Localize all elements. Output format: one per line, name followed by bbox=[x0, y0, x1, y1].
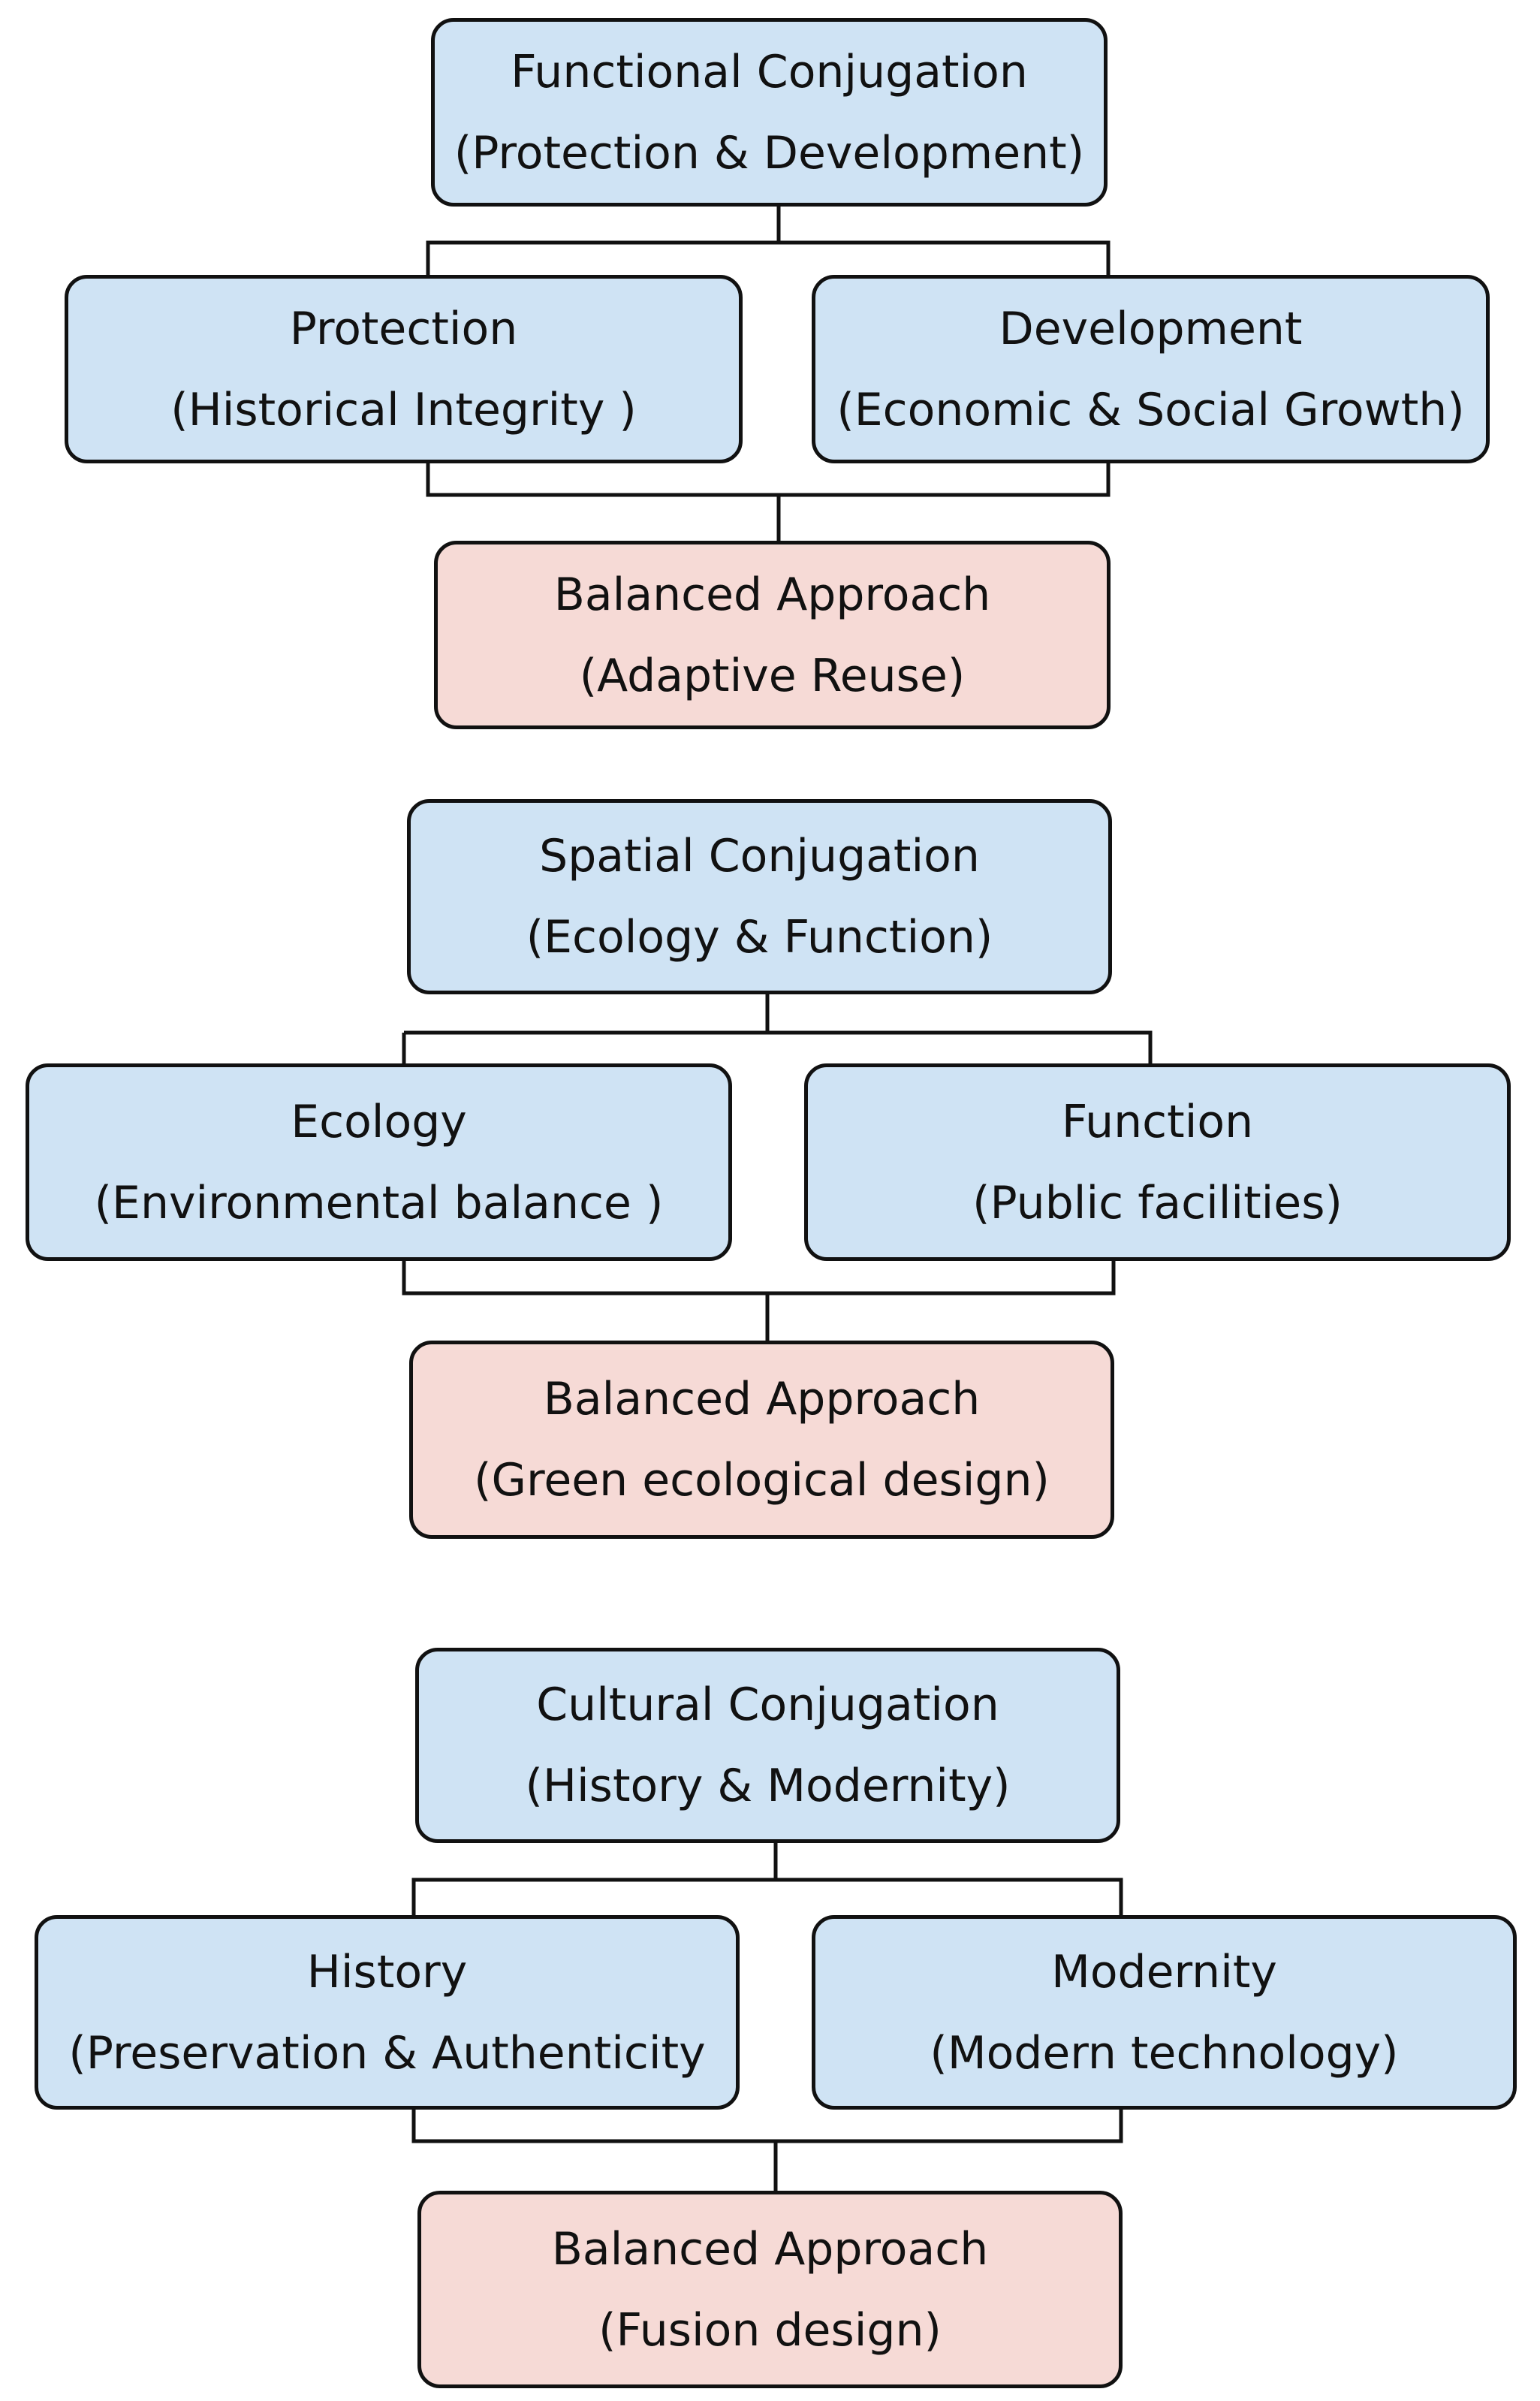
cultural-conjugation-subtitle: (History & Modernity) bbox=[525, 1760, 1011, 1812]
history-title: History bbox=[306, 1945, 468, 1998]
spatial-conjugation-box: Spatial Conjugation (Ecology & Function) bbox=[407, 799, 1112, 994]
function-subtitle: (Public facilities) bbox=[972, 1176, 1343, 1229]
modernity-subtitle: (Modern technology) bbox=[930, 2026, 1399, 2080]
adaptive-reuse-subtitle: (Adaptive Reuse) bbox=[579, 649, 966, 702]
connector-functional-branch bbox=[426, 240, 1111, 275]
fusion-design-box: Balanced Approach (Fusion design) bbox=[417, 2191, 1123, 2388]
green-design-title: Balanced Approach bbox=[543, 1373, 981, 1425]
protection-box: Protection (Historical Integrity ) bbox=[65, 275, 743, 463]
function-box: Function (Public facilities) bbox=[804, 1063, 1511, 1261]
fusion-design-title: Balanced Approach bbox=[551, 2222, 989, 2276]
connector-cultural-branch bbox=[411, 1878, 1123, 1915]
protection-title: Protection bbox=[289, 302, 518, 355]
cultural-conjugation-title: Cultural Conjugation bbox=[536, 1679, 999, 1731]
ecology-subtitle: (Environmental balance ) bbox=[94, 1176, 664, 1229]
adaptive-reuse-title: Balanced Approach bbox=[553, 568, 991, 621]
green-design-subtitle: (Green ecological design) bbox=[474, 1454, 1050, 1507]
history-subtitle: (Preservation & Authenticity bbox=[68, 2026, 706, 2080]
fusion-design-subtitle: (Fusion design) bbox=[598, 2303, 942, 2357]
ecology-title: Ecology bbox=[291, 1095, 467, 1148]
development-subtitle: (Economic & Social Growth) bbox=[836, 383, 1465, 436]
functional-conjugation-title: Functional Conjugation bbox=[511, 45, 1028, 98]
adaptive-reuse-box: Balanced Approach (Adaptive Reuse) bbox=[434, 541, 1111, 729]
spatial-conjugation-subtitle: (Ecology & Function) bbox=[526, 911, 993, 964]
ecology-box: Ecology (Environmental balance ) bbox=[26, 1063, 732, 1261]
protection-subtitle: (Historical Integrity ) bbox=[170, 383, 637, 436]
connector-cultural-merge bbox=[411, 2110, 1123, 2143]
connector-functional-merge bbox=[426, 463, 1111, 497]
connector-spatial-merge bbox=[402, 1261, 1116, 1296]
spatial-conjugation-title: Spatial Conjugation bbox=[539, 830, 980, 882]
modernity-title: Modernity bbox=[1051, 1945, 1277, 1998]
function-title: Function bbox=[1061, 1095, 1254, 1148]
modernity-box: Modernity (Modern technology) bbox=[812, 1915, 1517, 2110]
cultural-conjugation-box: Cultural Conjugation (History & Modernit… bbox=[415, 1648, 1120, 1843]
development-box: Development (Economic & Social Growth) bbox=[812, 275, 1490, 463]
development-title: Development bbox=[999, 302, 1303, 355]
functional-conjugation-box: Functional Conjugation (Protection & Dev… bbox=[431, 18, 1108, 207]
green-design-box: Balanced Approach (Green ecological desi… bbox=[409, 1341, 1114, 1539]
functional-conjugation-subtitle: (Protection & Development) bbox=[454, 126, 1085, 179]
history-box: History (Preservation & Authenticity bbox=[35, 1915, 740, 2110]
connector-spatial-branch bbox=[404, 1030, 1153, 1063]
